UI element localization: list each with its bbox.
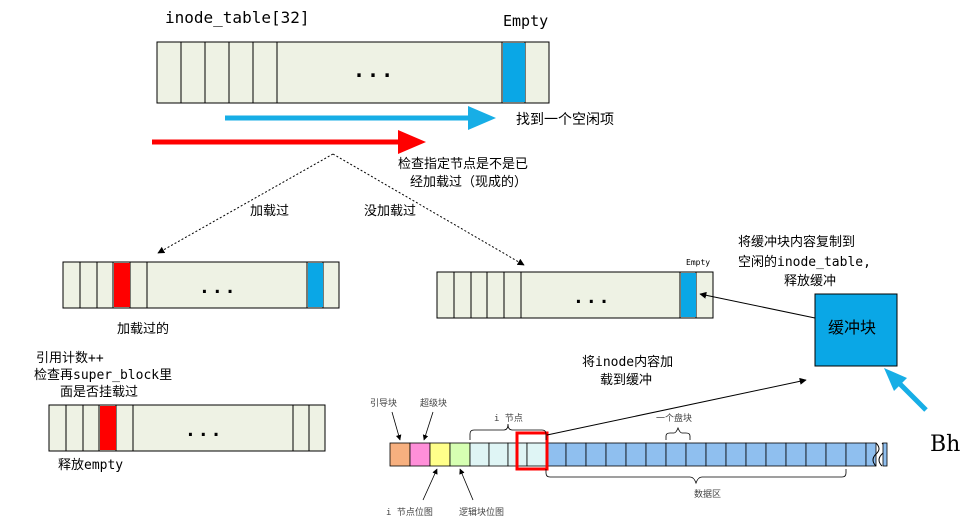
copy-line1: 将缓冲块内容复制到 — [738, 235, 856, 250]
top-inode-table — [156, 41, 550, 104]
free-slot — [681, 273, 696, 317]
not-loaded-branch-label: 没加载过 — [364, 204, 417, 219]
find-free-arrow — [225, 106, 496, 130]
loaded-branch-arrow — [157, 153, 334, 254]
target-inode-highlight — [515, 431, 549, 471]
disk-inode-bitmap — [429, 442, 451, 467]
inode-area-label: i 节点 — [494, 414, 523, 424]
disk-super-block — [409, 442, 431, 467]
loaded-table-dots: ... — [199, 277, 238, 298]
super-block-label: 超级块 — [420, 399, 448, 409]
copy-line3: 释放缓冲 — [784, 274, 837, 289]
top-table-dots: ... — [353, 58, 396, 82]
load-arrow — [546, 377, 807, 436]
released-inode-table — [48, 404, 326, 452]
load-line1: 将inode内容加 — [582, 355, 674, 370]
ref-line1: 引用计数++ — [36, 351, 104, 366]
data-area-label: 数据区 — [694, 490, 722, 500]
loaded-slot — [114, 263, 130, 307]
ref-line2: 检查再super_block里 — [34, 368, 173, 383]
inode-bitmap-label: i 节点位图 — [386, 508, 433, 518]
top-empty-slot — [503, 43, 525, 102]
not-loaded-inode-table — [436, 271, 714, 319]
disk-boot-block — [389, 442, 411, 467]
buffer-block — [814, 293, 898, 367]
ref-line3: 面是否挂载过 — [60, 385, 139, 400]
loaded-inode-table — [62, 261, 340, 309]
check-line2: 经加载过（现成的） — [410, 175, 528, 190]
one-block-label: 一个盘块 — [656, 414, 693, 424]
disk-layout — [389, 431, 888, 471]
top-table-title: inode_table[32] — [165, 8, 310, 27]
check-line1: 检查指定节点是不是已 — [398, 157, 529, 172]
buffer-block-label: 缓冲块 — [828, 318, 877, 337]
loaded-branch-label: 加载过 — [250, 204, 290, 219]
not-loaded-branch-arrow — [332, 153, 525, 266]
into-buffer-arrow — [884, 368, 928, 412]
release-empty-label: 释放empty — [58, 458, 124, 473]
find-free-label: 找到一个空闲项 — [516, 112, 614, 128]
small-empty-label: Empty — [686, 258, 711, 267]
released-table-dots: ... — [185, 420, 224, 441]
disk-logic-bitmap — [449, 442, 471, 467]
check-loaded-arrow — [152, 130, 426, 154]
load-line2: 载到缓冲 — [600, 373, 653, 388]
logic-bitmap-label: 逻辑块位图 — [459, 508, 505, 518]
boot-block-label: 引导块 — [370, 399, 398, 409]
loaded-label: 加载过的 — [117, 322, 170, 337]
top-empty-label: Empty — [503, 12, 549, 30]
free-table-dots: ... — [573, 287, 612, 308]
side-text: Bh — [930, 432, 961, 457]
copy-line2: 空闲的inode_table, — [738, 255, 871, 270]
copy-arrow — [699, 291, 816, 319]
